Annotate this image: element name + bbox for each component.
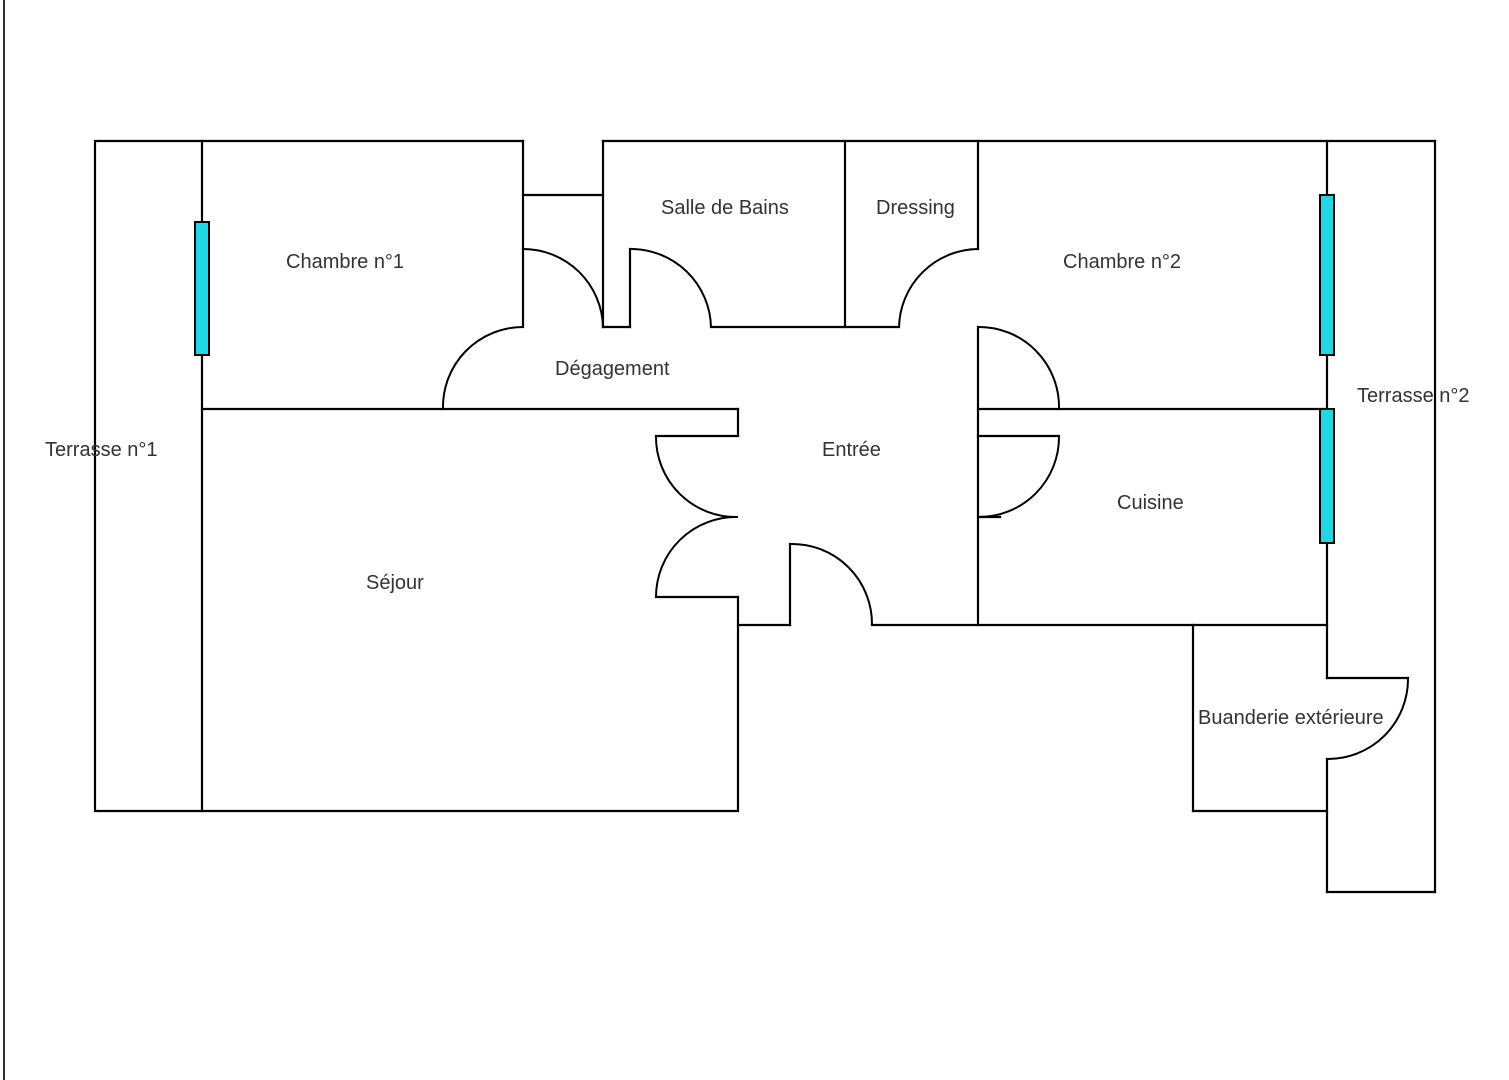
walls [93,139,1437,894]
door-buanderie [1326,677,1410,761]
room-labels: Terrasse n°1 Chambre n°1 Salle de Bains … [45,197,1470,729]
door-entree [789,542,874,626]
door-chambre-1 [441,326,524,410]
door-cuisine [977,435,1061,519]
door-chambre-2 [977,325,1061,410]
label-salle-de-bains: Salle de Bains [661,197,789,219]
label-entree: Entrée [822,439,881,461]
door-sejour-lower [655,515,739,598]
label-chambre-2: Chambre n°2 [1063,251,1181,273]
window-cuisine [1319,408,1335,544]
door-closet [522,248,604,328]
label-terrasse-2: Terrasse n°2 [1357,385,1470,407]
label-sejour: Séjour [366,572,424,594]
windows [194,194,1335,544]
label-terrasse-1: Terrasse n°1 [45,439,158,461]
label-cuisine: Cuisine [1117,492,1184,514]
wall-outer-left [93,139,792,813]
label-buanderie: Buanderie extérieure [1198,707,1384,729]
window-chambre-1 [194,221,210,356]
label-chambre-1: Chambre n°1 [286,251,404,273]
window-chambre-2 [1319,194,1335,356]
door-salle-de-bains [629,247,712,328]
label-degagement: Dégagement [555,358,670,380]
doors [441,247,1410,761]
label-dressing: Dressing [876,197,955,219]
door-dressing [898,248,979,328]
door-sejour-upper [654,435,739,519]
